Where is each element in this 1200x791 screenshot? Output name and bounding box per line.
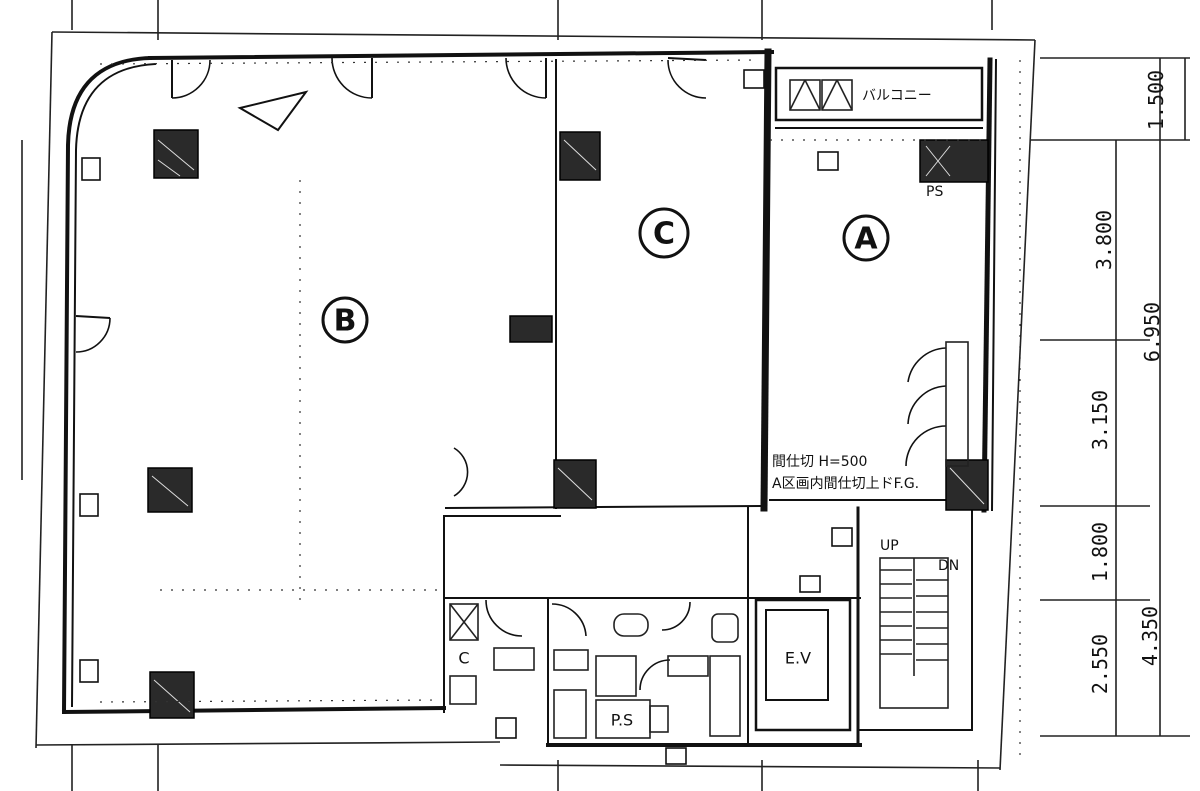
ps-shaft [595,699,651,739]
toilet [711,613,739,643]
column [149,671,195,719]
ps-label: PS [926,184,943,200]
dimension-6: 2.550 [1088,634,1112,694]
c-closet-label: C [458,649,469,668]
ps-shaft-label: P.S [611,711,633,730]
marker [817,151,839,171]
column [945,459,989,511]
marker [831,527,853,547]
room-c: C [638,207,690,259]
marker [81,157,101,181]
toilet [613,613,649,637]
balcony-label: バルコニー [862,88,932,104]
column [919,139,989,183]
small-markers [79,69,853,765]
dimension-2: 3.800 [1092,210,1116,270]
balcony-fixtures [789,79,853,111]
outer-boundary [35,31,1036,771]
stair-up-label: UP [880,538,899,554]
core-fixtures [449,603,741,739]
columns [147,129,989,719]
elevator [754,598,852,732]
elevator-label: E.V [785,649,811,668]
fixture [553,689,587,739]
marker [665,747,687,765]
dimension-4: 3.150 [1088,390,1112,450]
fixture [449,603,479,641]
dimension-5: 1.800 [1088,522,1112,582]
dimension-3: 6.950 [1140,302,1164,362]
fixture [595,655,637,697]
doors [75,57,969,691]
column [509,315,553,343]
stairs [879,557,949,709]
marker [799,575,821,593]
stair-dn-label: DN [938,558,959,574]
partition-note-1: 間仕切 H=500 [772,454,867,470]
column [559,131,601,181]
room-a-label: A [854,222,878,257]
room-b-label: B [334,304,357,339]
room-b: B [321,296,369,344]
dashed-lines [99,59,985,703]
column [153,129,199,179]
column [147,467,193,513]
column [553,459,597,509]
dimension-lines [1030,57,1190,737]
marker [495,717,517,739]
room-c-label: C [653,217,675,252]
marker [79,659,99,683]
marker [79,493,99,517]
dimension-7: 4.350 [1138,606,1162,666]
marker [743,69,765,89]
fixture [709,655,741,737]
room-a: A [842,214,890,262]
fixture [553,649,589,671]
partition-note-2: A区画内間仕切上ドF.G. [772,476,919,492]
fixture [449,675,477,705]
dimension-1: 1.500 [1144,70,1168,130]
fixture [493,647,535,671]
fixture [667,655,709,677]
building-walls [61,48,998,747]
